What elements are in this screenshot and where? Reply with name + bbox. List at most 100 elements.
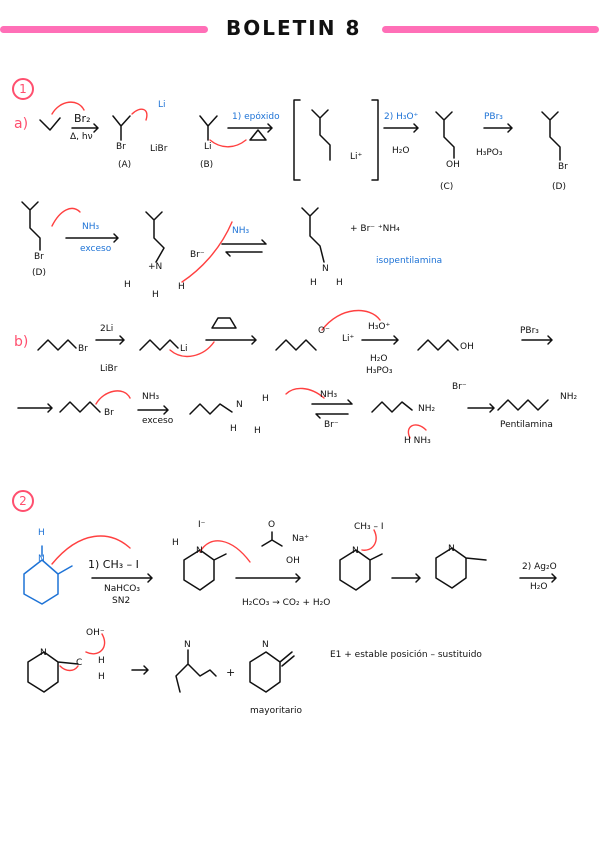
n-quaternary: N (448, 544, 455, 554)
compound-label-A: (A) (118, 160, 132, 170)
bromide-anion-b: Br⁻ (324, 420, 339, 430)
reagent-epoxide: 1) epóxido (232, 112, 280, 122)
bromide-anion-b2: Br⁻ (452, 382, 467, 392)
reaction-arrow (519, 573, 557, 583)
n-blue: N (38, 554, 45, 564)
reaction-arrow (95, 335, 125, 345)
reaction-arrow (91, 573, 153, 583)
pentanol-chain (417, 339, 459, 351)
sodium-cation: Na⁺ (292, 534, 309, 544)
ammonium-structure (145, 211, 165, 263)
ammonium-chain (189, 403, 233, 415)
amine-n: N (322, 264, 329, 274)
nh2-plus-label: NH₂ (418, 404, 436, 414)
open-chain-amine (175, 649, 217, 693)
bromide-D2-structure (21, 201, 41, 251)
page-title: BOLETIN 8 (226, 16, 362, 40)
reagent-br2: Br₂ (74, 112, 91, 125)
c-label: C (76, 658, 83, 668)
piperidinium-ring (183, 549, 227, 591)
h-nh3-label: H NH₃ (404, 436, 431, 446)
ammonium-h1-b: H (262, 394, 269, 404)
n-hydroxide-ring: N (40, 648, 47, 658)
amine-structure (301, 207, 325, 263)
li-plus: Li⁺ (350, 152, 363, 162)
n-piperidinium: N (196, 546, 203, 556)
curved-arrow (181, 221, 233, 283)
alcohol-C-structure (435, 111, 455, 159)
reaction-arrow (391, 573, 421, 583)
water-a: H₂O (392, 146, 410, 156)
curved-arrow (209, 139, 247, 148)
reaction-arrow (71, 123, 99, 133)
li-plus-b: Li⁺ (342, 334, 355, 344)
h-top-blue: H (38, 528, 45, 538)
title-bar-right (382, 26, 599, 33)
reaction-arrow (383, 123, 419, 133)
reaction-arrow (467, 403, 495, 413)
ammonium-h2: H (152, 290, 159, 300)
curved-arrow (407, 424, 427, 439)
curved-arrow (131, 108, 148, 121)
section-1-number: 1 (12, 78, 34, 100)
h-b: H (98, 672, 105, 682)
water-2: H₂O (530, 582, 548, 592)
reagent-h3o-b: H₃O⁺ (368, 322, 391, 332)
methylpiperidine-ring (339, 549, 383, 591)
ammonium-h3: H (178, 282, 185, 292)
byproduct-h3po3: H₃PO₃ (476, 148, 503, 158)
alkoxide-chain (275, 339, 317, 351)
reaction-arrow (235, 573, 301, 583)
byproduct-h3po3-b: H₃PO₃ (366, 366, 393, 376)
curved-arrow (95, 390, 131, 405)
part-a-label: a) (14, 116, 29, 132)
reaction-arrow (483, 123, 513, 133)
alkoxide-structure (311, 109, 331, 161)
bromide-D-structure (541, 111, 561, 161)
hydroxide-ring (27, 651, 79, 693)
reagent-pbr3-b: PBr₃ (520, 326, 539, 336)
curved-arrow (321, 309, 381, 331)
br-label-D: Br (558, 162, 568, 172)
compound-label-D2: (D) (32, 268, 46, 278)
bromide-chain (59, 401, 101, 413)
compound-label-D: (D) (552, 182, 566, 192)
water-b: H₂O (370, 354, 388, 364)
li-label-b: Li (180, 344, 188, 354)
reaction-arrow (227, 123, 273, 133)
product-pentilamina: Pentilamina (500, 420, 553, 430)
compound-label-C: (C) (440, 182, 454, 192)
condition-exceso-a: exceso (80, 244, 112, 254)
nh2-label: NH₂ (560, 392, 578, 402)
piperidine-ring-blue (23, 559, 73, 605)
br-label-D2: Br (34, 252, 44, 262)
curved-arrow (361, 529, 377, 551)
reagent-li: Li (158, 100, 166, 110)
curved-arrow (169, 341, 215, 358)
reagent-nh3-a: NH₃ (82, 222, 100, 232)
pentyl-bromide-structure (37, 339, 77, 351)
br-label-A: Br (116, 142, 126, 152)
co2-equation: H₂CO₃ → CO₂ + H₂O (242, 598, 331, 608)
isopentane-structure (39, 117, 61, 131)
amine-h2: H (336, 278, 343, 288)
ammonium-bromide-salt: + Br⁻ ⁺NH₄ (350, 224, 400, 234)
reagent-pbr3: PBr₃ (484, 112, 503, 122)
bicarbonate-structure (261, 531, 283, 547)
reaction-arrow (65, 233, 119, 243)
reagent-nh3-b: NH₃ (142, 392, 160, 402)
n-alkene-ring: N (262, 640, 269, 650)
br-start-b: Br (78, 344, 88, 354)
condition-exceso-b: exceso (142, 416, 174, 426)
condition-nahco3: NaHCO₃ (104, 584, 140, 594)
oh-label-C: OH (446, 160, 460, 170)
ammonium-h1: H (124, 280, 131, 290)
part-b-label: b) (14, 334, 29, 350)
byproduct-libr-b: LiBr (100, 364, 118, 374)
elimination-comment: E1 + estable posición – sustituido (330, 650, 482, 660)
curved-arrow (85, 633, 106, 655)
reagent-ch3i: 1) CH₃ – I (88, 558, 139, 571)
alkene-ring (249, 651, 295, 693)
oxetane-structure (211, 317, 237, 329)
